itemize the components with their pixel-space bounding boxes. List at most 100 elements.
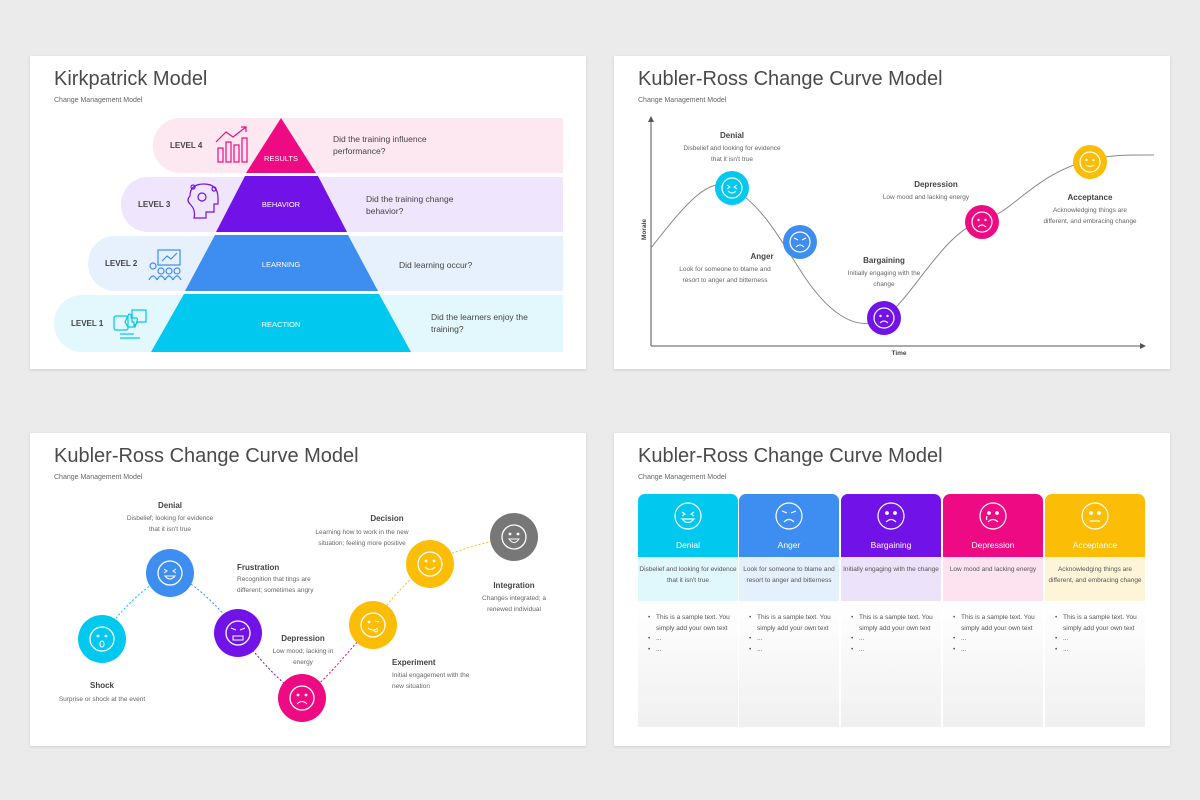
column-desc: Disbelief and looking for evidence that … — [638, 557, 738, 601]
column-body: This is a sample text. You simply add yo… — [841, 601, 941, 727]
bullet-item: ... — [1055, 645, 1139, 656]
happy-icon — [490, 513, 538, 561]
stage-desc: Recognition that tings are different; so… — [237, 576, 314, 594]
stage-desc: Initial engagement with the new situatio… — [392, 672, 470, 690]
bullet-item: ... — [953, 634, 1037, 645]
angry-icon — [783, 225, 817, 259]
bullet-item: ... — [851, 645, 935, 656]
change-curve-chart — [648, 116, 1155, 349]
stage-name: Denial — [157, 501, 182, 510]
angry-icon — [214, 609, 262, 657]
sad-icon — [877, 502, 905, 530]
x-axis-label: Time — [891, 350, 907, 357]
column-header: Anger — [739, 494, 839, 557]
column-title: Anger — [777, 540, 801, 550]
stage-desc: Low mood and lacking energy — [882, 194, 970, 201]
slide-title: Kirkpatrick Model — [54, 68, 208, 90]
stage-column: Acceptance Acknowledging things are diff… — [1045, 494, 1145, 727]
slide-subtitle: Change Management Model — [54, 474, 143, 481]
stage-desc: Disbelief; looking for evidence that it … — [126, 515, 214, 533]
slide-title: Kubler-Ross Change Curve Model — [638, 68, 943, 90]
stage-column: Depression Low mood and lacking energy T… — [943, 494, 1043, 727]
column-header: Bargaining — [841, 494, 941, 557]
y-axis-label: Morale — [640, 219, 648, 240]
bullet-item: ... — [648, 645, 732, 656]
column-header: Denial — [638, 494, 738, 557]
column-desc: Initially engaging with the change — [841, 557, 941, 601]
stage-desc: Initially engaging with the change — [847, 270, 921, 288]
thumbs-up-icon — [113, 309, 147, 339]
stage-label: BEHAVIOR — [261, 200, 301, 209]
bullet-item: ... — [1055, 634, 1139, 645]
sad-icon — [278, 674, 326, 722]
angry-icon — [775, 502, 803, 530]
level-label: LEVEL 4 — [170, 141, 203, 150]
stage-desc: Surprise or shock at the event — [58, 696, 146, 703]
bullet-item: This is a sample text. You simply add yo… — [851, 613, 935, 634]
bullet-item: ... — [953, 645, 1037, 656]
level-question: Did the training influence performance? — [333, 134, 427, 156]
brain-head-icon — [187, 183, 219, 219]
level-label: LEVEL 3 — [138, 200, 171, 209]
stage-column: Denial Disbelief and looking for evidenc… — [638, 494, 738, 727]
stage-name: Shock — [89, 681, 114, 690]
slide-kirkpatrick[interactable]: Kirkpatrick Model Change Management Mode… — [30, 56, 586, 369]
stage-label: RESULTS — [263, 154, 299, 163]
level-question: Did the training change behavior? — [366, 194, 454, 216]
slide-kubler-ross-table[interactable]: Kubler-Ross Change Curve Model Change Ma… — [614, 433, 1170, 746]
stage-label: LEARNING — [261, 260, 301, 269]
tongue-icon — [349, 601, 397, 649]
level-question: Did learning occur? — [399, 260, 473, 270]
grin-icon — [674, 502, 702, 530]
stage-name: Decision — [370, 514, 404, 523]
bar-chart-icon — [215, 126, 248, 163]
stage-column: Bargaining Initially engaging with the c… — [841, 494, 941, 727]
shocked-icon — [78, 615, 126, 663]
bullet-item: This is a sample text. You simply add yo… — [1055, 613, 1139, 634]
neutral-icon — [1081, 502, 1109, 530]
stage-name: Acceptance — [1067, 193, 1113, 202]
stage-name: Frustration — [237, 563, 280, 572]
grin-icon — [146, 549, 194, 597]
stage-name: Depression — [281, 634, 325, 643]
bullet-item: ... — [851, 634, 935, 645]
bullet-item: This is a sample text. You simply add yo… — [749, 613, 833, 634]
stage-desc: Learning how to work in the new situatio… — [315, 529, 409, 547]
slide-kubler-ross-curve[interactable]: Kubler-Ross Change Curve Model Change Ma… — [614, 56, 1170, 369]
level-label: LEVEL 2 — [105, 259, 138, 268]
stage-desc: Low mood; lacking in energy — [272, 648, 334, 666]
stage-path-diagram — [78, 513, 538, 722]
bullet-item: This is a sample text. You simply add yo… — [953, 613, 1037, 634]
bullet-item: ... — [749, 645, 833, 656]
stage-desc: Changes integrated; a renewed individual — [482, 595, 546, 613]
level-question: Did the learners enjoy the training? — [431, 312, 528, 334]
bullet-item: ... — [648, 634, 732, 645]
stage-name: Anger — [750, 252, 774, 261]
stage-name: Depression — [914, 180, 958, 189]
smile-icon — [406, 540, 454, 588]
column-title: Bargaining — [870, 540, 912, 550]
slide-kubler-ross-stages[interactable]: Kubler-Ross Change Curve Model Change Ma… — [30, 433, 586, 746]
column-body: This is a sample text. You simply add yo… — [943, 601, 1043, 727]
bullet-item: This is a sample text. You simply add yo… — [648, 613, 732, 634]
stage-name: Denial — [719, 131, 744, 140]
stage-label: REACTION — [261, 320, 301, 329]
column-desc: Low mood and lacking energy — [943, 557, 1043, 601]
stage-desc: Disbelief and looking for evidence that … — [683, 145, 781, 163]
presentation-icon — [148, 249, 182, 281]
stage-desc: Acknowledging things are different, and … — [1043, 207, 1137, 225]
sad-icon — [867, 301, 901, 335]
stage-column: Anger Look for someone to blame and reso… — [739, 494, 839, 727]
column-title: Denial — [675, 540, 701, 550]
crying-icon — [965, 205, 999, 239]
slide-title: Kubler-Ross Change Curve Model — [54, 445, 359, 467]
column-title: Depression — [971, 540, 1015, 550]
column-desc: Acknowledging things are different, and … — [1045, 557, 1145, 601]
stage-name: Experiment — [392, 658, 436, 667]
column-body: This is a sample text. You simply add yo… — [739, 601, 839, 727]
smile-icon — [715, 171, 749, 205]
crying-icon — [979, 502, 1007, 530]
slide-subtitle: Change Management Model — [54, 97, 143, 104]
stage-desc: Look for someone to blame and resort to … — [679, 266, 771, 284]
slide-subtitle: Change Management Model — [638, 97, 727, 104]
